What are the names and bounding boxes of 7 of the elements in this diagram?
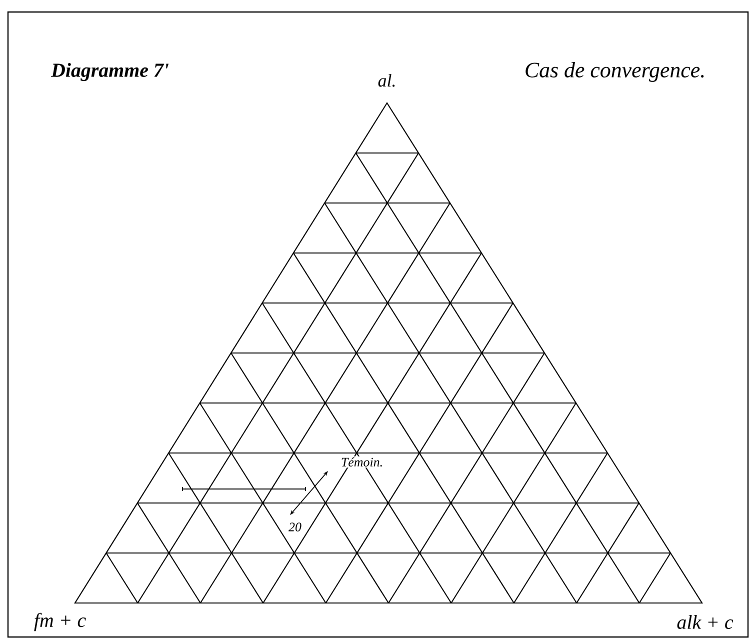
diagram-title: Diagramme 7' [50, 62, 169, 82]
corner-label: Témoin. [342, 457, 382, 467]
corner-label: fm + c [34, 612, 86, 632]
corner-label: alk + c [677, 614, 734, 630]
corner-label: al. [378, 74, 395, 87]
corner-label: Cas de convergence. [526, 62, 704, 82]
corner-label: 20 [288, 522, 302, 532]
